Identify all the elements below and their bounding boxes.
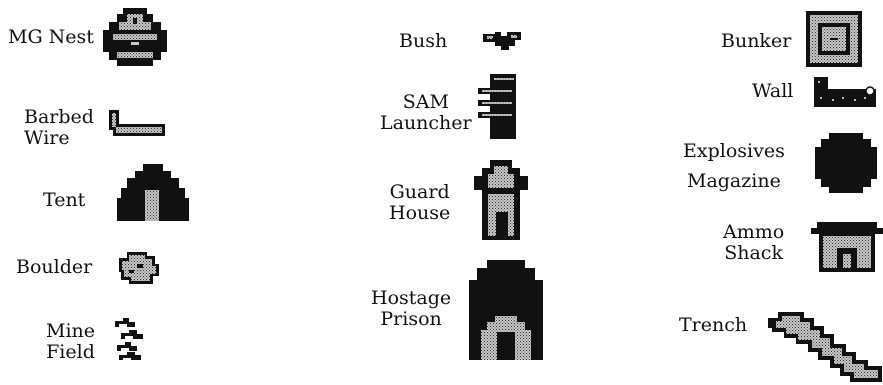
mg-nest-label: MG Nest: [8, 26, 94, 48]
trench-label: Trench: [679, 314, 748, 336]
hostage-prison-label: Hostage Prison: [371, 287, 452, 330]
guard-house-icon: [474, 160, 528, 240]
barbed-wire-icon: [109, 110, 165, 136]
wall-label: Wall: [752, 80, 794, 102]
tent-icon: [117, 164, 189, 221]
ammo-shack-label: Ammo Shack: [723, 221, 785, 264]
boulder-icon: [119, 252, 159, 284]
guard-house-label: Guard House: [389, 181, 451, 224]
bush-label: Bush: [399, 30, 448, 52]
sam-launcher-label: SAM Launcher: [380, 91, 472, 134]
bunker-label: Bunker: [721, 30, 792, 52]
explosives-magazine-label: Explosives Magazine: [683, 140, 785, 192]
mine-field-label: Mine Field: [46, 320, 96, 363]
trench-icon: [768, 312, 882, 382]
wall-icon: [814, 77, 876, 107]
ammo-shack-icon: [811, 222, 883, 272]
barbed-wire-label: Barbed Wire: [24, 106, 94, 149]
mg-nest-icon: [103, 8, 167, 66]
bush-icon: [483, 32, 521, 50]
tent-label: Tent: [43, 189, 86, 211]
hostage-prison-icon: [469, 260, 543, 360]
bunker-icon: [806, 11, 862, 67]
explosives-magazine-icon: [815, 133, 877, 193]
boulder-label: Boulder: [16, 256, 93, 278]
sam-launcher-icon: [478, 74, 516, 139]
mine-field-icon: [115, 318, 143, 360]
